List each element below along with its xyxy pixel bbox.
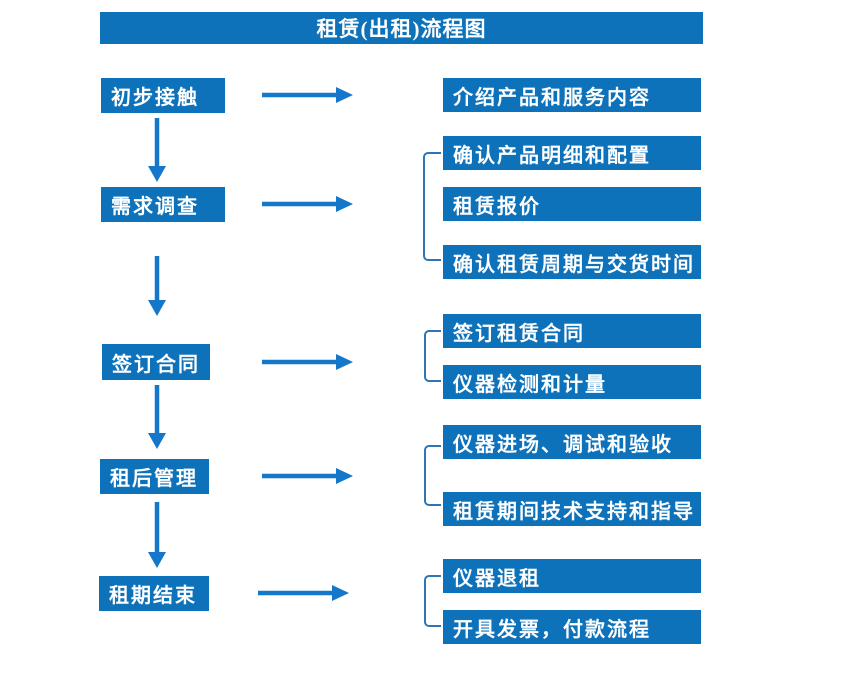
detail-box-technical-support: 租赁期间技术支持和指导 — [443, 492, 701, 526]
group-bracket-lease-end — [424, 575, 441, 627]
detail-box-confirm-rental-period: 确认租赁周期与交货时间 — [443, 245, 701, 279]
down-arrow-connector-3 — [148, 385, 166, 449]
step-box-post-rental-management: 租后管理 — [100, 459, 209, 494]
right-arrow-connector-3 — [262, 354, 353, 370]
group-bracket-sign-contract — [424, 330, 441, 382]
detail-box-instrument-return: 仪器退租 — [443, 559, 701, 593]
step-box-lease-end: 租期结束 — [99, 576, 209, 611]
right-arrow-connector-4 — [262, 468, 353, 484]
step-box-demand-survey: 需求调查 — [101, 187, 225, 222]
down-arrow-connector-4 — [148, 502, 166, 568]
detail-box-instrument-setup: 仪器进场、调试和验收 — [443, 425, 701, 459]
group-bracket-post-rental — [424, 445, 441, 506]
detail-box-sign-rental-contract: 签订租赁合同 — [443, 314, 701, 348]
right-arrow-connector-1 — [262, 87, 353, 103]
step-box-sign-contract: 签订合同 — [102, 344, 210, 380]
step-box-initial-contact: 初步接触 — [101, 78, 225, 113]
diagram-title: 租赁(出租)流程图 — [316, 17, 487, 41]
detail-box-confirm-product-details: 确认产品明细和配置 — [443, 136, 701, 170]
right-arrow-connector-2 — [262, 196, 353, 212]
detail-box-invoice-payment: 开具发票，付款流程 — [443, 610, 701, 644]
down-arrow-connector-1 — [148, 118, 166, 182]
detail-box-instrument-testing: 仪器检测和计量 — [443, 365, 701, 399]
detail-box-rental-quote: 租赁报价 — [443, 187, 701, 221]
right-arrow-connector-5 — [258, 585, 349, 601]
group-bracket-demand-survey — [423, 152, 441, 261]
detail-box-introduce-products: 介绍产品和服务内容 — [443, 78, 701, 112]
down-arrow-connector-2 — [148, 256, 166, 316]
diagram-title-bar: 租赁(出租)流程图 — [100, 12, 703, 44]
